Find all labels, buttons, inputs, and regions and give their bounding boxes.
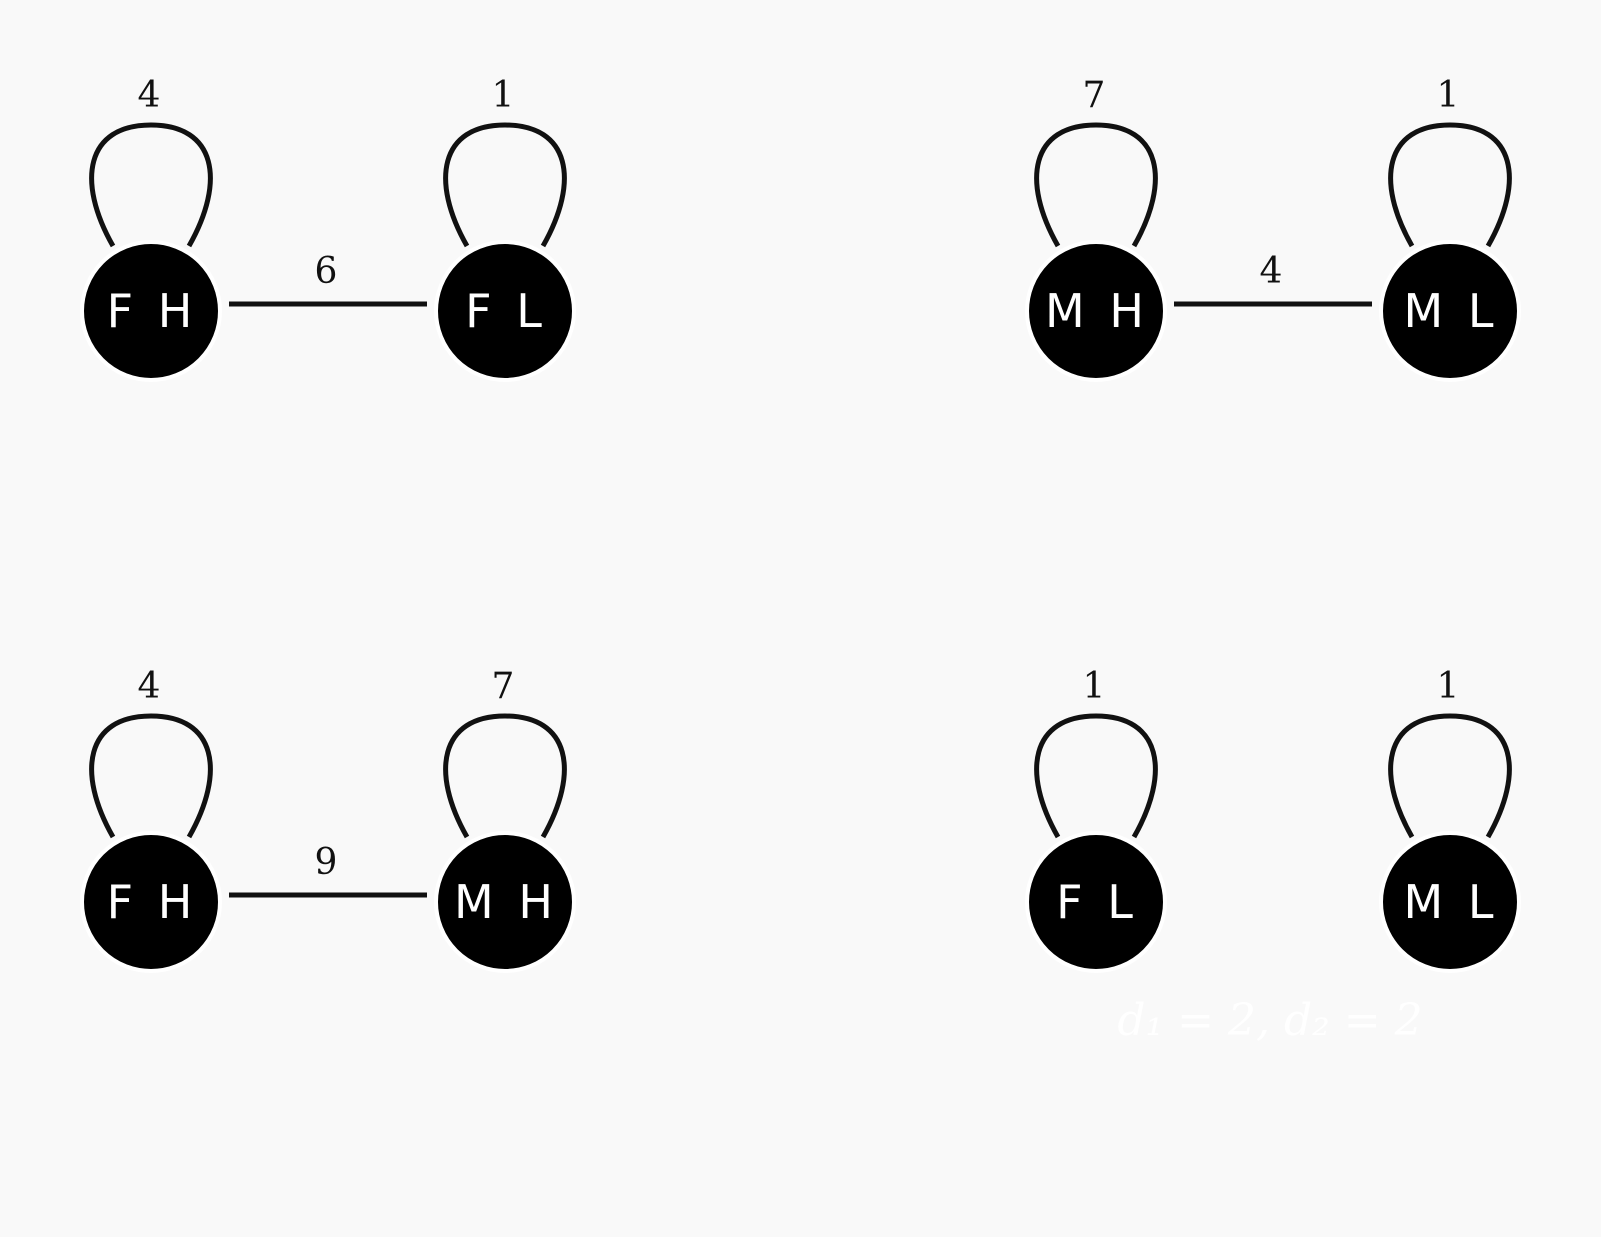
- graph-panel: 6 4 F H 1 F L: [80, 75, 576, 382]
- node-label: F H: [107, 875, 198, 929]
- node-circle: [1379, 240, 1521, 382]
- self-loop-weight: 4: [138, 75, 161, 116]
- node-label: M H: [1045, 284, 1149, 338]
- graph-panel: 9 4 F H 7 M H: [80, 666, 576, 973]
- self-loop-weight: 1: [1437, 75, 1460, 116]
- self-loop: [1034, 713, 1158, 839]
- self-loop: [89, 713, 213, 839]
- node-label: F L: [465, 284, 547, 338]
- node-circle: [434, 831, 576, 973]
- self-loop: [1388, 713, 1512, 839]
- edge-weight: 4: [1260, 251, 1283, 292]
- caption: d₁ = 2, d₂ = 2: [1117, 995, 1422, 1046]
- self-loop-weight: 7: [492, 666, 515, 707]
- node-circle: [80, 240, 222, 382]
- self-loop: [443, 122, 567, 248]
- graph-panel: 1 F L 1 M L: [1025, 666, 1521, 973]
- edge-weight: 9: [315, 842, 338, 883]
- node-label: M L: [1404, 284, 1499, 338]
- node-circle: [80, 831, 222, 973]
- node-circle: [1025, 831, 1167, 973]
- self-loop-weight: 4: [138, 666, 161, 707]
- self-loop-weight: 1: [492, 75, 515, 116]
- self-loop-weight: 7: [1083, 75, 1106, 116]
- node-label: F L: [1056, 875, 1138, 929]
- self-loop: [1034, 122, 1158, 248]
- node-circle: [1379, 831, 1521, 973]
- node-label: M L: [1404, 875, 1499, 929]
- node-label: F H: [107, 284, 198, 338]
- node-circle: [1025, 240, 1167, 382]
- node-circle: [434, 240, 576, 382]
- self-loop: [443, 713, 567, 839]
- node-label: M H: [454, 875, 558, 929]
- self-loop: [89, 122, 213, 248]
- self-loop-weight: 1: [1437, 666, 1460, 707]
- graph-panel: 4 7 M H 1 M L: [1025, 75, 1521, 382]
- edge-weight: 6: [315, 251, 338, 292]
- self-loop: [1388, 122, 1512, 248]
- self-loop-weight: 1: [1083, 666, 1106, 707]
